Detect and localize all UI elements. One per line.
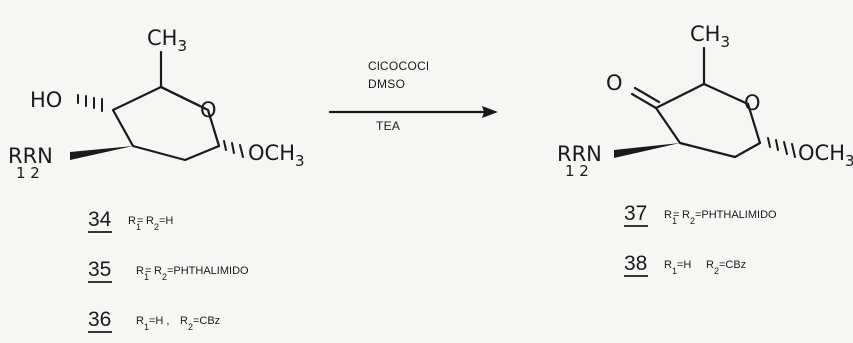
reactant-amine-label: RRN: [8, 144, 53, 168]
compound-34-r1: R1: [128, 215, 141, 232]
compound-35-legend: 35 R1 = R2=PHTHALIMIDO: [88, 258, 249, 283]
product-ketone-bond-1: [630, 92, 658, 110]
reagent-dmso: DMSO: [368, 77, 405, 91]
reactant-structure: CH3 HO O RRN 1 2 OCH3: [8, 26, 305, 182]
product-structure: CH3 O O RRN 1 2 OCH3: [557, 22, 853, 180]
compound-34-r2: R2=H: [146, 215, 173, 232]
compound-35-number: 35: [88, 258, 111, 281]
reagent-oxalyl-chloride: ClCOCOCl: [368, 59, 429, 73]
product-methoxy-hash-bond: [767, 137, 796, 158]
reaction-arrow-head: [482, 106, 498, 118]
product-amine-label: RRN: [557, 142, 602, 166]
reactant-amine-subscripts: 1 2: [16, 164, 40, 182]
compound-34-legend: 34 R1 = R2=H: [88, 208, 173, 233]
reactant-methoxy-label: OCH3: [248, 141, 305, 170]
reactant-amine-wedge-bond: [70, 146, 133, 160]
compound-37-r2: R2=PHTHALIMIDO: [682, 209, 777, 226]
compound-36-r2: R2=CBz: [180, 315, 220, 332]
compound-38-r1: R1=H: [664, 259, 691, 276]
compound-37-legend: 37 R1 = R2=PHTHALIMIDO: [624, 202, 777, 227]
product-methyl-label: CH3: [690, 22, 730, 51]
compound-38-legend: 38 R1=H R2=CBz: [624, 252, 746, 277]
compound-37-sep: =: [673, 209, 679, 221]
compound-37-r1: R1: [664, 209, 677, 226]
compound-38-r2: R2=CBz: [706, 259, 746, 276]
product-amine-subscripts: 1 2: [565, 162, 589, 180]
compound-34-number: 34: [88, 208, 112, 231]
compound-35-r2: R2=PHTHALIMIDO: [154, 265, 249, 282]
product-methoxy-label: OCH3: [798, 141, 853, 170]
compound-36-legend: 36 R1=H , R2=CBz: [88, 308, 220, 333]
reactant-hydroxyl-hash-bond: [77, 94, 103, 112]
product-ketone-bond-2: [633, 86, 661, 104]
product-ring-oxygen-label: O: [744, 91, 761, 115]
compound-36-r1: R1=H ,: [136, 315, 169, 332]
compound-35-sep: =: [145, 265, 151, 277]
reactant-ring-bond-o: [159, 85, 202, 108]
product-ketone-oxygen-label: O: [606, 71, 623, 95]
reactant-methyl-label: CH3: [147, 26, 187, 55]
compound-34-sep: =: [137, 215, 143, 227]
compound-35-r1: R1: [136, 265, 149, 282]
reagent-tea: TEA: [376, 119, 400, 133]
reaction-arrow-group: ClCOCOCl DMSO TEA: [328, 59, 498, 133]
compound-36-number: 36: [88, 308, 111, 331]
compound-38-number: 38: [624, 252, 647, 275]
compound-37-number: 37: [624, 202, 647, 225]
product-amine-wedge-bond: [614, 143, 680, 158]
reactant-ring-oxygen-label: O: [200, 98, 217, 122]
reactant-hydroxyl-label: HO: [30, 88, 62, 112]
reactant-methoxy-hash-bond: [223, 140, 244, 158]
